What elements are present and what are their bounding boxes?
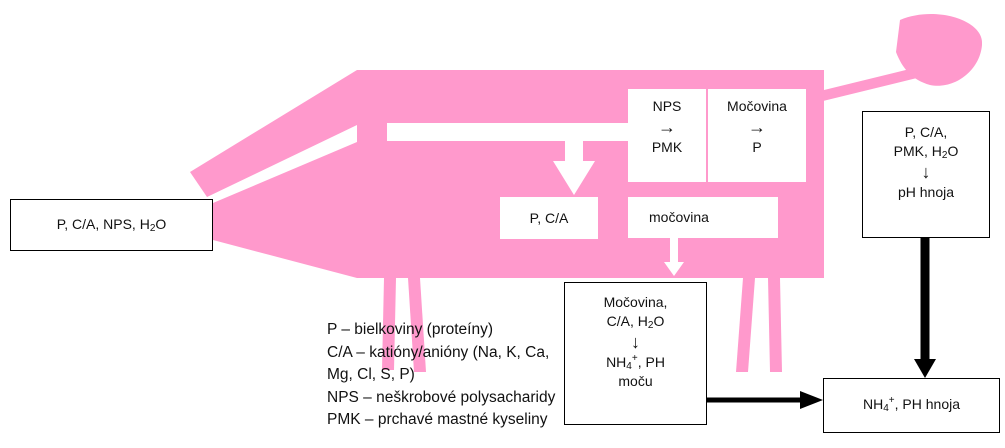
manure-to-result-arrowhead xyxy=(914,359,936,378)
urine-line4: NH4+, PH xyxy=(565,353,706,372)
urine-arrow xyxy=(664,238,684,276)
urine-line4-b: , PH xyxy=(637,354,665,370)
urine-arrow-glyph: ↓ xyxy=(631,332,640,352)
manure-arrow-glyph: ↓ xyxy=(921,162,931,182)
nps-box: NPS → PMK xyxy=(628,89,706,182)
result-box: NH4+, PH hnoja xyxy=(823,378,1000,433)
result-text-b: , PH hnoja xyxy=(894,396,960,412)
feed-input-box: P, C/A, NPS, H2O xyxy=(10,199,213,251)
cow-tail-tuft xyxy=(896,14,983,86)
manure-line2-sub: 2 xyxy=(941,150,948,161)
urine-line4-sub: 4 xyxy=(626,361,632,372)
mocovina-conv-box: Močovina → P xyxy=(708,89,806,182)
legend-item-nps: NPS – neškrobové polysacharidy xyxy=(327,388,556,406)
manure-ph-box: P, C/A, PMK, H2O ↓ pH hnoja xyxy=(862,111,990,238)
nps-arrow: → xyxy=(658,117,676,137)
result-text-sub: 4 xyxy=(883,403,889,414)
nps-line1: NPS xyxy=(652,98,682,114)
urine-line5: moču xyxy=(618,373,653,389)
nps-line3: PMK xyxy=(651,139,683,155)
urine-line2-a: C/A, H xyxy=(606,313,648,329)
cow-leg-back-2 xyxy=(768,278,782,372)
mocovina-text: močovina xyxy=(649,209,709,225)
urine-line2-sub: 2 xyxy=(647,320,654,331)
manure-line2: PMK, H2O xyxy=(863,142,989,161)
legend-item-pmk: PMK – prchavé mastné kyseliny xyxy=(327,411,548,428)
urine-line4-a: NH xyxy=(606,354,627,370)
legend-item-ca: C/A – katióny/anióny (Na, K, Ca, xyxy=(327,343,550,361)
urine-box: Močovina, C/A, H2O ↓ NH4+, PH moču xyxy=(564,282,707,425)
legend-item-ca-cont: Mg, Cl, S, P) xyxy=(327,366,415,383)
cow-leg-front-1 xyxy=(382,278,396,370)
manure-line2-a: PMK, H xyxy=(893,143,942,159)
manure-line1: P, C/A, xyxy=(904,124,948,140)
mocovina-conv-arrow: → xyxy=(748,117,766,137)
cow-leg-front-2 xyxy=(408,278,426,372)
cow-tail xyxy=(820,67,921,101)
urine-line2: C/A, H2O xyxy=(565,312,706,331)
legend: P – bielkoviny (proteíny) C/A – katióny/… xyxy=(327,319,555,432)
mocovina-box: močovina xyxy=(628,197,778,238)
result-text-a: NH xyxy=(862,396,884,412)
cow-neck xyxy=(190,70,357,197)
urine-to-result-arrowhead xyxy=(800,391,823,409)
feed-input-h2o-o: O xyxy=(155,216,167,232)
urine-line2-b: O xyxy=(653,313,665,329)
rumen-text: P, C/A xyxy=(529,210,569,226)
result-text-sup: + xyxy=(888,395,895,406)
feed-channel xyxy=(387,123,628,141)
feed-input-h2o-sub: 2 xyxy=(149,223,156,234)
mocovina-conv-line1: Močovina xyxy=(727,98,787,114)
rumen-box: P, C/A xyxy=(500,197,598,239)
mocovina-conv-line3: P xyxy=(752,139,762,155)
manure-line4: pH hnoja xyxy=(897,184,955,200)
legend-item-p: P – bielkoviny (proteíny) xyxy=(327,321,493,338)
cow-throat xyxy=(213,142,357,278)
urine-line4-sup: + xyxy=(631,353,638,364)
feed-input-text: P, C/A, NPS, H xyxy=(56,216,150,232)
manure-line2-b: O xyxy=(947,143,959,159)
cow-leg-back-1 xyxy=(736,278,755,372)
rumen-arrow xyxy=(553,141,595,195)
urine-line1: Močovina, xyxy=(603,294,668,310)
